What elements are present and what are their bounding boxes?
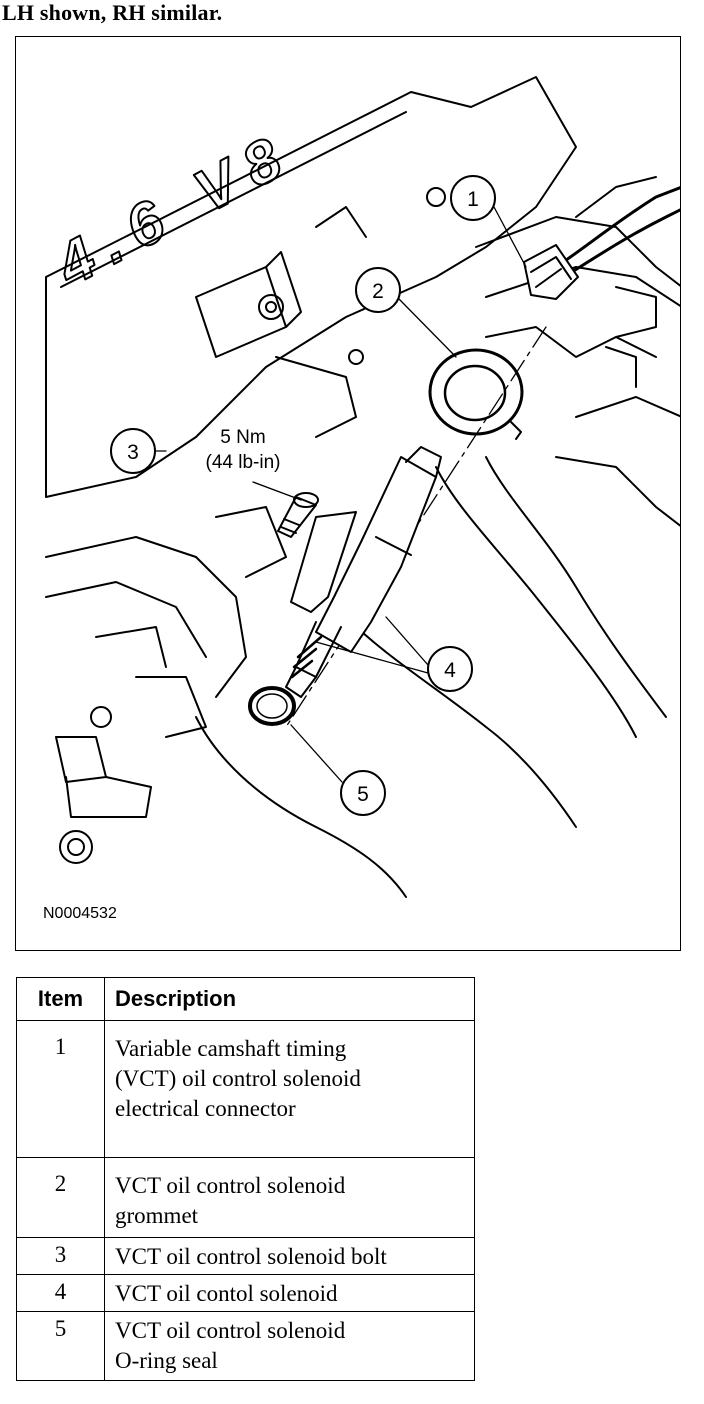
callout-1-circle bbox=[450, 175, 496, 221]
item-description: VCT oil contol solenoid bbox=[104, 1274, 475, 1312]
solenoid-drawing bbox=[285, 446, 442, 698]
item-description: Variable camshaft timing (VCT) oil contr… bbox=[104, 1020, 475, 1158]
grommet-drawing bbox=[428, 348, 524, 440]
description-line: O-ring seal bbox=[115, 1348, 218, 1373]
callout-2-circle bbox=[355, 267, 401, 313]
header-item: Item bbox=[16, 977, 105, 1021]
description-line: Variable camshaft timing bbox=[115, 1036, 347, 1061]
description-line: (VCT) oil control solenoid bbox=[115, 1066, 361, 1091]
item-number: 2 bbox=[16, 1157, 105, 1238]
o-ring-drawing bbox=[248, 686, 296, 726]
callout-5: 5 bbox=[357, 783, 369, 806]
callout-3: 3 bbox=[127, 441, 139, 464]
callout-4: 4 bbox=[444, 659, 456, 682]
description-line: electrical connector bbox=[115, 1096, 296, 1121]
item-number: 4 bbox=[16, 1274, 105, 1312]
wiring-harness bbox=[554, 186, 680, 269]
legend-header-row: Item Description bbox=[16, 977, 475, 1021]
callout-2: 2 bbox=[372, 280, 384, 303]
item-number: 5 bbox=[16, 1311, 105, 1381]
assembly-centerline bbox=[285, 326, 547, 728]
callout-4-circle bbox=[427, 646, 473, 692]
torque-metric: 5 Nm bbox=[220, 427, 266, 448]
item-number: 3 bbox=[16, 1237, 105, 1275]
callout-1: 1 bbox=[467, 188, 479, 211]
bolt-drawing bbox=[277, 492, 319, 538]
item-description: VCT oil control solenoid grommet bbox=[104, 1157, 475, 1238]
engine-cover bbox=[45, 76, 577, 498]
table-row: 1 Variable camshaft timing (VCT) oil con… bbox=[16, 1020, 475, 1158]
description-line: VCT oil contol solenoid bbox=[115, 1281, 338, 1306]
engine-badge: 4.6 V8 bbox=[45, 118, 305, 299]
table-row: 3 VCT oil control solenoid bolt bbox=[16, 1237, 475, 1275]
header-description: Description bbox=[104, 977, 475, 1021]
callout-5-circle bbox=[340, 770, 386, 816]
exploded-view-illustration: 4.6 V8 bbox=[15, 36, 681, 951]
table-row: 5 VCT oil control solenoid O-ring seal bbox=[16, 1311, 475, 1381]
table-row: 2 VCT oil control solenoid grommet bbox=[16, 1157, 475, 1238]
description-line: VCT oil control solenoid bbox=[115, 1173, 346, 1198]
figure-caption: LH shown, RH similar. bbox=[2, 0, 223, 25]
electrical-connector-drawing bbox=[523, 244, 579, 300]
description-line: VCT oil control solenoid bbox=[115, 1318, 346, 1343]
torque-imperial: (44 lb-in) bbox=[205, 452, 281, 473]
engine-line-drawing: 4.6 V8 bbox=[44, 76, 680, 898]
description-line: grommet bbox=[115, 1203, 199, 1228]
torque-spec: 5 Nm (44 lb-in) bbox=[168, 425, 318, 475]
figure-id: N0004532 bbox=[43, 905, 117, 922]
item-description: VCT oil control solenoid O-ring seal bbox=[104, 1311, 475, 1381]
table-row: 4 VCT oil contol solenoid bbox=[16, 1274, 475, 1312]
item-number: 1 bbox=[16, 1020, 105, 1158]
item-description: VCT oil control solenoid bolt bbox=[104, 1237, 475, 1275]
legend-table: Item Description 1 Variable camshaft tim… bbox=[16, 977, 475, 1381]
description-line: VCT oil control solenoid bolt bbox=[115, 1244, 387, 1269]
